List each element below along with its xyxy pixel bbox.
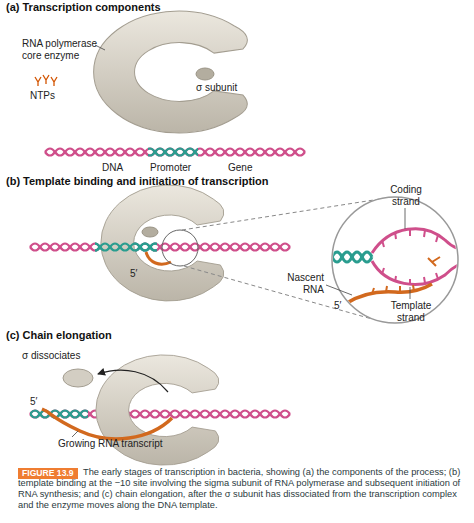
rna-label: Nascent RNA <box>272 272 324 295</box>
leader-line <box>72 431 78 437</box>
polymerase-holoenzyme <box>101 185 224 301</box>
region-label: Promoter <box>150 162 210 174</box>
zoom-source-circle <box>162 230 198 266</box>
promoter-helix <box>148 149 198 156</box>
polymerase-core <box>94 11 248 133</box>
panel-heading: (b) Template binding and initiation of t… <box>6 176 336 188</box>
rna-label: Growing RNA transcript <box>58 438 218 450</box>
leader-line <box>405 208 406 229</box>
dissociation-arrow <box>98 370 168 392</box>
part-label: RNA polymerase core enzyme <box>22 38 102 61</box>
region-label: Gene <box>228 162 268 174</box>
panel-c-art <box>30 355 290 465</box>
strand-label: Template strand <box>384 300 438 323</box>
leader-line <box>410 287 411 299</box>
part-label: σ subunit <box>196 82 266 94</box>
end-label: 5′ <box>30 396 50 408</box>
dna-helix <box>30 244 290 251</box>
figure-number: FIGURE 13.9 <box>22 468 74 478</box>
figure-number-box: FIGURE 13.9 <box>18 468 78 479</box>
strand-label: Coding strand <box>380 184 432 207</box>
end-label: 5′ <box>130 268 150 280</box>
dna-helix <box>30 411 290 418</box>
ntp-symbols <box>35 75 57 86</box>
leader-line <box>326 285 352 295</box>
panel-a-art <box>35 11 305 155</box>
region-label: DNA <box>102 162 142 174</box>
panel-b-art <box>30 185 470 323</box>
sigma-subunit <box>142 227 158 237</box>
end-label: 5′ <box>334 300 354 312</box>
part-label: σ dissociates <box>22 350 112 362</box>
nascent-rna <box>146 252 171 264</box>
part-label: NTPs <box>30 90 70 102</box>
sigma-subunit <box>196 68 214 80</box>
promoter-helix <box>30 411 88 418</box>
dna-helix <box>45 149 305 156</box>
panel-heading: (a) Transcription components <box>6 2 306 14</box>
zoom-detail <box>322 229 470 304</box>
panel-heading: (c) Chain elongation <box>6 330 206 342</box>
sigma-subunit <box>63 369 93 387</box>
growing-rna <box>42 409 172 439</box>
figure-caption: The early stages of transcription in bac… <box>18 467 462 511</box>
promoter-helix <box>95 244 157 251</box>
